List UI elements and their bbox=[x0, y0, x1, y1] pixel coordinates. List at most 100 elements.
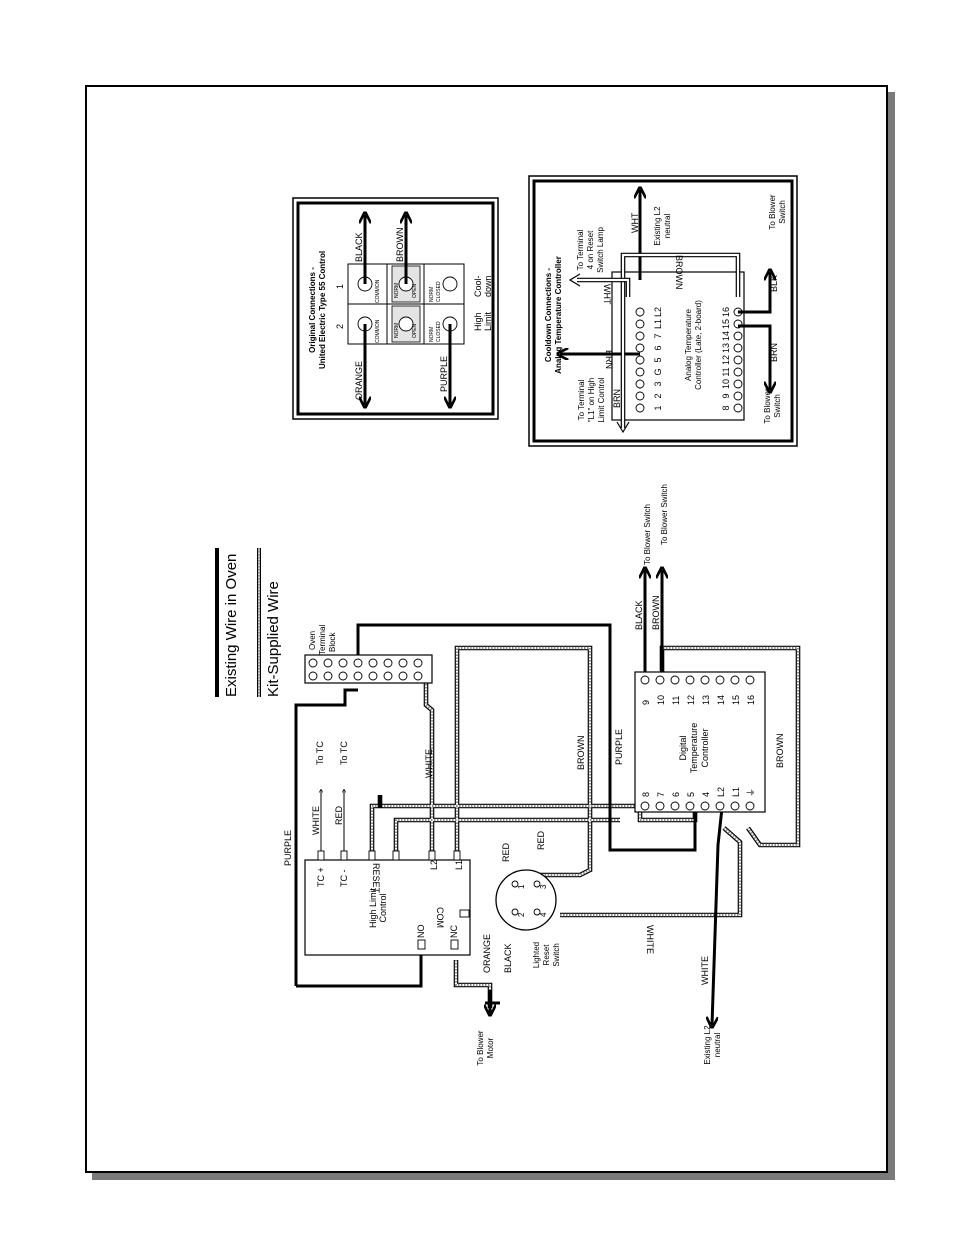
cooldown-title-2: Analog Temperature Controller bbox=[554, 256, 563, 374]
label-to-tc-2: To TC bbox=[339, 741, 349, 765]
analog-terminal-bottom bbox=[733, 391, 743, 401]
cool-to-l1-3: Limit Control bbox=[597, 377, 606, 422]
controller-terminal-right bbox=[670, 675, 680, 685]
analog-label-1: Analog Temperature bbox=[684, 309, 693, 381]
cool-to-blower-top-1: To Blower bbox=[768, 194, 777, 229]
terminal-block-screw bbox=[368, 671, 378, 681]
controller-terminal-label: 16 bbox=[746, 695, 756, 705]
cool-label-brown: BROWN bbox=[674, 255, 684, 290]
orig-high-2: Limit bbox=[483, 311, 493, 331]
terminal-block-screw bbox=[368, 658, 378, 668]
terminal-block-screw bbox=[383, 658, 393, 668]
cooldown-title-1: Cooldown Connections - bbox=[544, 268, 553, 363]
terminal-block-screw bbox=[398, 671, 408, 681]
controller-terminal-label: 15 bbox=[731, 695, 741, 705]
contact-nc-1b: CLOSED bbox=[436, 281, 442, 302]
label-purple-left: PURPLE bbox=[283, 830, 293, 866]
analog-terminal-label: 10 bbox=[721, 379, 731, 389]
controller-terminal-label: ⏚ bbox=[746, 788, 756, 797]
orig-high-1: High bbox=[473, 312, 483, 331]
analog-terminal-label: L2 bbox=[653, 307, 663, 317]
oven-terminal-block: Oven Terminal Block bbox=[304, 625, 433, 684]
analog-terminal-label: 12 bbox=[721, 355, 731, 365]
controller-terminal-left bbox=[745, 801, 755, 811]
controller-terminal-label: 7 bbox=[656, 792, 666, 797]
terminal-block-screw bbox=[353, 671, 363, 681]
cool-label-blk: BLK bbox=[769, 275, 779, 292]
label-black-switch: BLACK bbox=[503, 943, 513, 973]
analog-terminal-top bbox=[635, 307, 645, 317]
contact-no-2b: OPEN bbox=[412, 323, 418, 338]
controller-terminal-right bbox=[715, 675, 725, 685]
controller-terminal-label: L1 bbox=[731, 787, 741, 797]
cool-to-blower-bot-2: Switch bbox=[773, 394, 782, 418]
controller-terminal-left bbox=[700, 801, 710, 811]
terminal-l1: L1 bbox=[454, 860, 464, 870]
terminal-no: NO bbox=[416, 925, 426, 939]
orig-label-black: BLACK bbox=[354, 232, 364, 262]
controller-terminal-right bbox=[685, 675, 695, 685]
pin-3: 3 bbox=[539, 884, 548, 889]
terminal-l2: L2 bbox=[429, 860, 439, 870]
analog-terminal-bottom bbox=[733, 355, 743, 365]
cool-label-brn-3: BRN bbox=[612, 389, 622, 408]
switch-label-1: Lighted bbox=[532, 942, 541, 968]
analog-terminal-bottom bbox=[733, 331, 743, 341]
contact-no-1b: OPEN bbox=[412, 283, 418, 298]
cool-label-wht-2: WHT bbox=[630, 212, 640, 233]
label-brown-top: BROWN bbox=[651, 596, 661, 631]
cool-to-l1-2: "L1" on High bbox=[587, 378, 596, 422]
analog-terminal-label: 5 bbox=[653, 357, 663, 362]
analog-terminal-top bbox=[635, 319, 645, 329]
controller-terminal-label: 9 bbox=[641, 700, 651, 705]
terminal-block-screw bbox=[338, 658, 348, 668]
contact-nc-1a: NORM bbox=[429, 287, 435, 302]
analog-terminal-label: 14 bbox=[721, 331, 731, 341]
contact-no-1a: NORM bbox=[394, 283, 400, 298]
pin-4: 4 bbox=[539, 912, 548, 917]
orig-label-orange: ORANGE bbox=[354, 361, 364, 400]
controller-label-2: Temperature bbox=[689, 723, 699, 774]
analog-terminal-top bbox=[635, 343, 645, 353]
analog-terminal-label: 13 bbox=[721, 343, 731, 353]
controller-terminal-right bbox=[730, 675, 740, 685]
terminal-block-screw bbox=[413, 671, 423, 681]
cool-to-l1-1: To Terminal bbox=[577, 379, 586, 420]
high-limit-label-2: Control bbox=[378, 893, 388, 922]
terminal-nc: NC bbox=[449, 925, 459, 938]
controller-terminal-left bbox=[730, 801, 740, 811]
legend-kit-label: Kit-Supplied Wire bbox=[265, 581, 282, 697]
analog-terminal-label: L1 bbox=[653, 319, 663, 329]
controller-terminal-label: 6 bbox=[671, 792, 681, 797]
contact-no-2a: NORM bbox=[394, 323, 400, 338]
orig-cool-1: Cool- bbox=[473, 275, 483, 297]
controller-label-3: Controller bbox=[700, 728, 710, 767]
legend-existing-label: Existing Wire in Oven bbox=[223, 554, 240, 697]
orig-cool-2: down bbox=[483, 275, 493, 297]
original-col-2: 2 bbox=[335, 324, 345, 329]
analog-terminal-bottom bbox=[733, 403, 743, 413]
analog-terminal-label: 6 bbox=[653, 345, 663, 350]
contact-common-1: COMMON bbox=[375, 279, 381, 303]
analog-terminal-label: G bbox=[653, 368, 663, 375]
label-white-block: WHITE bbox=[424, 749, 434, 778]
cool-existing-l2-1: Existing L2 bbox=[653, 206, 662, 246]
cool-to-blower-bot-1: To Blower bbox=[763, 388, 772, 423]
legend: Existing Wire in Oven Kit-Supplied Wire bbox=[215, 548, 282, 697]
controller-terminal-label: 11 bbox=[671, 696, 681, 705]
label-existing-l2-1: Existing L2 bbox=[703, 1025, 712, 1065]
label-to-tc-1: To TC bbox=[315, 741, 325, 765]
controller-terminal-label: 14 bbox=[716, 695, 726, 705]
analog-terminal-label: 16 bbox=[721, 307, 731, 317]
terminal-block-screw bbox=[308, 658, 318, 668]
terminal-block-screw bbox=[308, 671, 318, 681]
terminal-block-screw bbox=[323, 658, 333, 668]
terminal-block-screw bbox=[383, 671, 393, 681]
cooldown-connections-inset: Cooldown Connections - Analog Temperatur… bbox=[528, 175, 798, 447]
controller-terminal-label: 10 bbox=[656, 695, 666, 705]
contact-nc-2b: CLOSED bbox=[436, 321, 442, 342]
analog-terminal-top bbox=[635, 403, 645, 413]
terminal-block-screw bbox=[398, 658, 408, 668]
high-limit-control: High Limit Control TC + TC - RESET L2 L1… bbox=[304, 850, 471, 956]
